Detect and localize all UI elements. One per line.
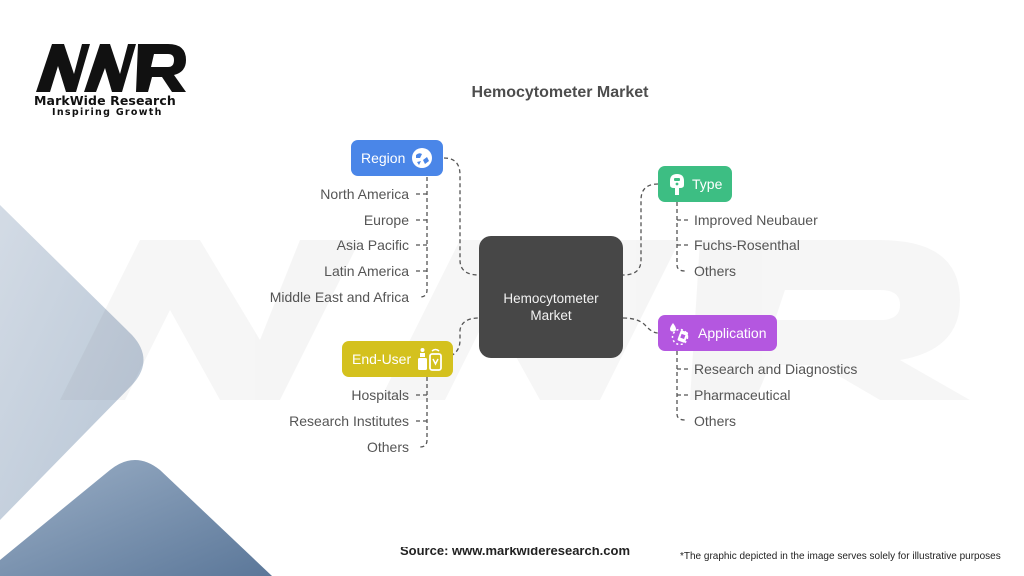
source-text: Source: www.markwideresearch.com [400, 543, 631, 558]
type-item: Fuchs-Rosenthal [694, 237, 800, 253]
center-node-label: Hemocytometer Market [503, 291, 599, 323]
diagram-title: Hemocytometer Market [471, 84, 649, 101]
type-item: Improved Neubauer [694, 212, 818, 228]
drop-vial-icon [670, 323, 689, 345]
category-region[interactable]: Region [351, 140, 444, 176]
parking-meter-icon [670, 174, 684, 195]
category-end-user-label: End-User [352, 351, 412, 367]
category-region-label: Region [361, 150, 406, 166]
end-user-item: Others [366, 439, 409, 455]
background-shape-light [0, 205, 272, 576]
region-item: Middle East and Africa [269, 289, 409, 305]
region-item: Latin America [324, 263, 409, 279]
category-type[interactable]: Type [658, 166, 733, 202]
application-item: Pharmaceutical [694, 387, 791, 403]
end-user-item: Hospitals [351, 387, 409, 403]
brand-logo-mark [36, 44, 186, 92]
disclaimer-text: *The graphic depicted in the image serve… [680, 551, 1001, 562]
category-application[interactable]: Application [658, 315, 777, 351]
application-item: Others [694, 413, 737, 429]
end-user-item: Research Institutes [289, 413, 409, 429]
center-node[interactable]: Hemocytometer Market [479, 236, 623, 358]
category-application-label: Application [698, 325, 767, 341]
application-item: Research and Diagnostics [694, 361, 858, 377]
region-item: Asia Pacific [336, 237, 409, 253]
type-item: Others [694, 263, 737, 279]
brand-tagline: Inspiring Growth [52, 107, 163, 118]
region-item: North America [320, 186, 409, 202]
medical-devices-icon [418, 348, 443, 371]
category-type-label: Type [692, 176, 723, 192]
globe-icon [412, 148, 433, 168]
category-end-user[interactable]: End-User [342, 341, 454, 377]
region-item: Europe [363, 212, 409, 228]
brand-name: MarkWide Research [34, 93, 176, 108]
